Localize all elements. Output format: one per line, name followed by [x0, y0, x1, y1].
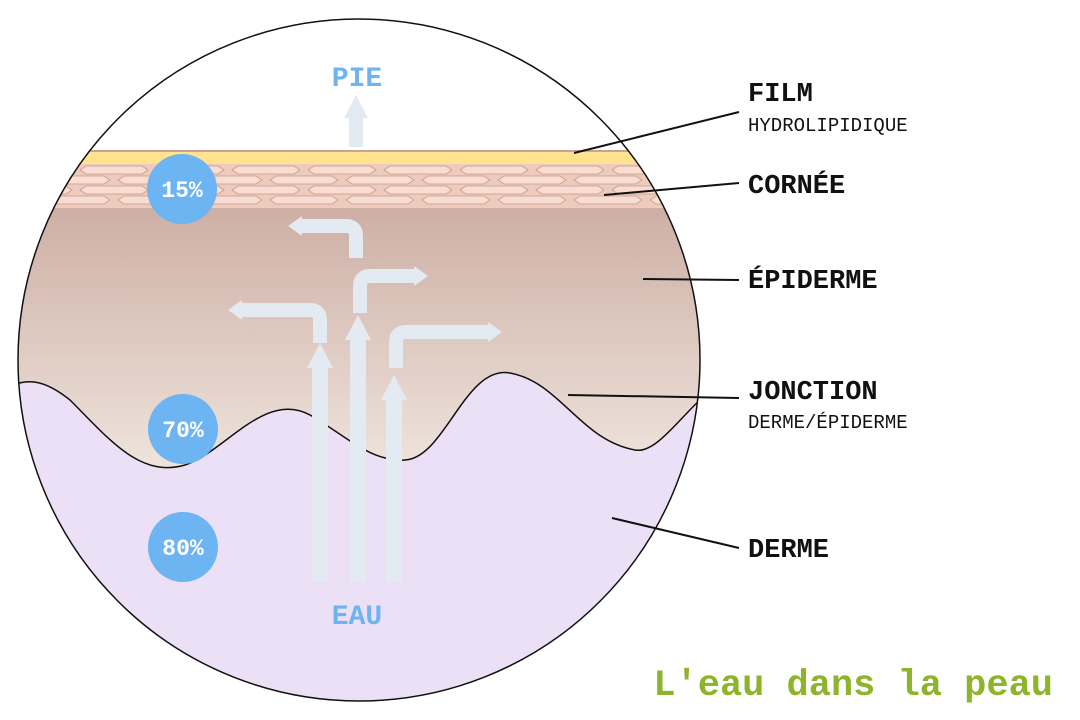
label-cornee-title: CORNÉE — [748, 170, 845, 202]
cornee-cell — [649, 175, 700, 185]
bent-arrow-left-high — [302, 219, 363, 258]
leader-film — [573, 111, 740, 154]
film-hydrolipidique-layer — [18, 152, 700, 164]
cornee-cell — [231, 165, 301, 175]
arrow-to-pie — [344, 95, 368, 147]
cornee-cell — [573, 195, 643, 205]
cornee-cell — [535, 185, 605, 195]
percentage-badges: 15% 70% 80% — [147, 154, 218, 582]
arrow-up-left — [307, 343, 333, 582]
label-epiderme-title: ÉPIDERME — [748, 265, 878, 297]
cornee-cell — [497, 175, 567, 185]
cornee-cell — [269, 195, 339, 205]
cornee-cell — [421, 195, 491, 205]
bent-arrow-head-2 — [414, 266, 428, 286]
cornee-cell — [18, 175, 35, 185]
cornee-cell — [345, 195, 415, 205]
cornee-cell — [383, 165, 453, 175]
leader-epiderme — [642, 278, 740, 281]
label-jonction-subtitle: DERME/ÉPIDERME — [748, 412, 908, 434]
cornee-cell — [41, 195, 111, 205]
leader-cornee — [603, 182, 740, 196]
badge-cornee-text: 15% — [161, 178, 203, 204]
leader-lines — [567, 111, 740, 549]
cornee-cell — [231, 185, 301, 195]
cornee-cell — [459, 165, 529, 175]
leader-derme — [611, 517, 740, 549]
cornee-cell — [535, 165, 605, 175]
cornee-cell — [687, 165, 700, 175]
cornee-cell — [18, 165, 73, 175]
cornee-cell — [421, 175, 491, 185]
bent-arrow-head-4 — [488, 322, 502, 342]
cornee-cell — [497, 195, 567, 205]
pie-label: PIE — [332, 64, 382, 95]
cornee-cell — [307, 165, 377, 175]
bent-arrow-head-1 — [288, 216, 302, 236]
bent-arrow-head-3 — [228, 300, 242, 320]
cornee-cell — [79, 185, 149, 195]
cornee-cell — [383, 185, 453, 195]
skin-circle-outline — [17, 18, 701, 702]
bent-arrow-right-mid — [353, 269, 414, 313]
label-film-title: FILM — [748, 80, 813, 110]
badge-jonction-text: 70% — [162, 418, 204, 444]
badge-jonction — [148, 394, 218, 464]
cornee-cell — [611, 165, 681, 175]
cornee-cell — [307, 185, 377, 195]
badge-cornee — [147, 154, 217, 224]
arrow-up-right — [381, 375, 407, 582]
bent-arrow-left-low — [242, 303, 327, 343]
arrow-up-center — [345, 315, 371, 582]
page-title: L'eau dans la peau — [653, 665, 1053, 707]
bent-arrow-right-low — [389, 325, 488, 368]
cornee-cell — [459, 185, 529, 195]
eau-label: EAU — [332, 602, 382, 633]
cornee-cell — [79, 165, 149, 175]
cornee-cell — [269, 175, 339, 185]
badge-derme — [148, 512, 218, 582]
layer-labels: FILM HYDROLIPIDIQUE CORNÉE ÉPIDERME JONC… — [748, 80, 908, 566]
cornee-cell — [345, 175, 415, 185]
label-jonction-title: JONCTION — [748, 378, 878, 408]
cornee-cell — [18, 195, 35, 205]
cornee-cell — [573, 175, 643, 185]
leader-jonction — [567, 394, 740, 399]
cornee-cell — [41, 175, 111, 185]
bent-arrows — [242, 219, 488, 368]
label-derme-title: DERME — [748, 536, 829, 566]
water-arrows — [307, 95, 407, 582]
badge-derme-text: 80% — [162, 536, 204, 562]
label-film-subtitle: HYDROLIPIDIQUE — [748, 115, 908, 137]
